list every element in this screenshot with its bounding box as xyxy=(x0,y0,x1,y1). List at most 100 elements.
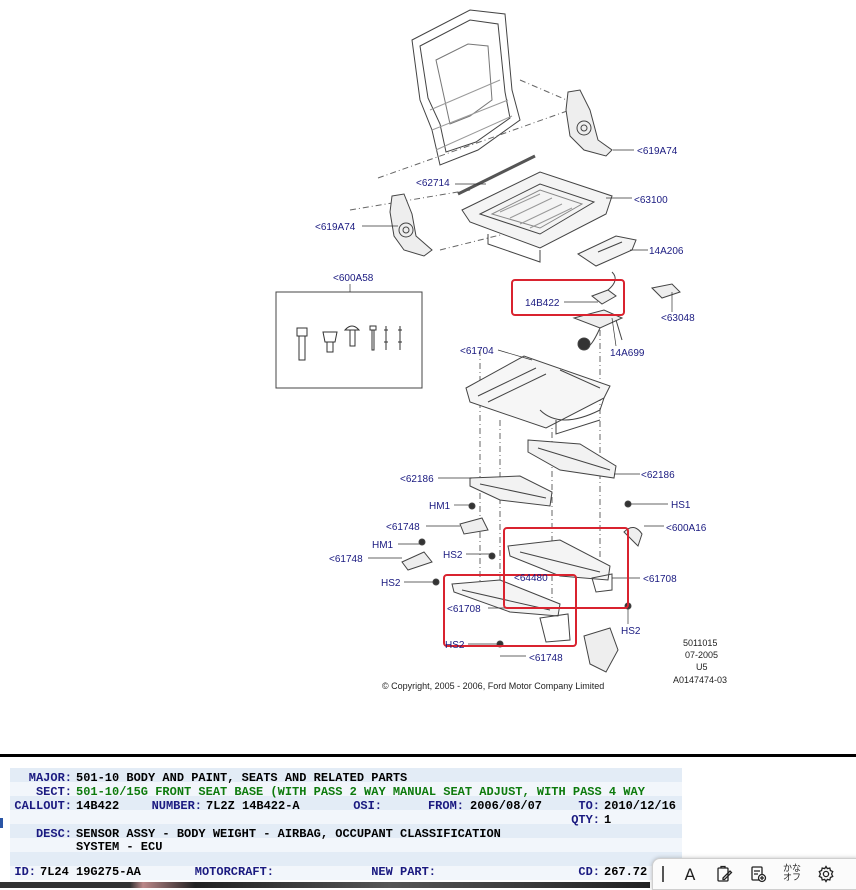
drawing-code-3: U5 xyxy=(696,662,708,672)
kana-mode-toggle[interactable]: かな オフ xyxy=(775,859,809,889)
to-label: TO: xyxy=(578,799,600,813)
kana-label-2: オフ xyxy=(782,873,801,883)
number-label: NUMBER: xyxy=(151,799,202,813)
row-stripe xyxy=(10,782,682,796)
cover-61748-middle xyxy=(401,551,433,571)
cd-value: 267.72 $ xyxy=(604,865,662,879)
id-value: 7L24 19G275-AA xyxy=(40,865,141,879)
cover-61748-lower xyxy=(583,627,619,673)
kana-label-1: かな xyxy=(782,864,801,874)
recliner-left xyxy=(389,193,433,257)
label-14A699[interactable]: 14A699 xyxy=(610,348,645,359)
major-label: MAJOR: xyxy=(28,771,72,785)
desc-line-2: SYSTEM - ECU xyxy=(76,840,163,854)
drawing-code-4: A0147474-03 xyxy=(673,675,727,685)
exploded-parts-diagram: <619A74 <62714 <63100 <619A74 14A206 <60… xyxy=(275,9,727,691)
clipboard-edit-icon[interactable] xyxy=(707,859,741,889)
label-HS1[interactable]: HS1 xyxy=(671,500,691,511)
number-value: 7L2Z 14B422-A xyxy=(206,799,300,813)
row-stripe xyxy=(10,810,682,824)
module-63048 xyxy=(650,283,681,299)
to-value: 2010/12/16 xyxy=(604,799,677,813)
label-63100[interactable]: <63100 xyxy=(634,195,668,206)
label-HM1-a[interactable]: HM1 xyxy=(429,501,451,512)
rod-62714 xyxy=(457,154,536,196)
seat-cushion-pan xyxy=(461,171,613,263)
label-61708-left[interactable]: <61708 xyxy=(447,604,481,615)
seat-track-assembly xyxy=(465,355,611,435)
sect-label: SECT: xyxy=(35,785,72,799)
rail-62186-left xyxy=(469,475,553,507)
seat-back-frame xyxy=(411,9,521,166)
sect-value: 501-10/15G FRONT SEAT BASE (WITH PASS 2 … xyxy=(76,785,645,799)
label-600A16[interactable]: <600A16 xyxy=(666,523,707,534)
label-14B422[interactable]: 14B422 xyxy=(525,298,560,309)
section-divider xyxy=(0,754,856,757)
drawing-code-block: 5011015 07-2005 U5 A0147474-03 xyxy=(673,638,727,685)
settings-gear-icon[interactable] xyxy=(809,859,843,889)
label-HS2-b[interactable]: HS2 xyxy=(381,578,401,589)
cd-label: CD: xyxy=(578,865,600,879)
label-62714[interactable]: <62714 xyxy=(416,178,450,189)
label-HS2-d[interactable]: HS2 xyxy=(445,640,465,651)
label-619A74-top[interactable]: <619A74 xyxy=(637,146,678,157)
row-stripe xyxy=(10,768,682,782)
sensor-14B422 xyxy=(591,271,617,305)
label-62186-left[interactable]: <62186 xyxy=(400,474,434,485)
copyright-notice: © Copyright, 2005 - 2006, Ford Motor Com… xyxy=(382,681,604,691)
label-HS2-c[interactable]: HS2 xyxy=(621,626,641,637)
fastener-kit-600A58 xyxy=(275,291,423,389)
callout-labels: <619A74 <62714 <63100 <619A74 14A206 <60… xyxy=(315,146,707,664)
highlight-61708-left xyxy=(443,574,577,647)
row-stripe xyxy=(10,824,682,838)
label-63048[interactable]: <63048 xyxy=(661,313,695,324)
qty-value: 1 xyxy=(604,813,612,827)
recliner-right xyxy=(565,89,613,157)
label-600A58[interactable]: <600A58 xyxy=(333,273,374,284)
from-label: FROM: xyxy=(427,799,464,813)
from-value: 2006/08/07 xyxy=(470,799,543,813)
label-61708-right[interactable]: <61708 xyxy=(643,574,677,585)
drawing-code-2: 07-2005 xyxy=(685,650,718,660)
highlight-61708-right xyxy=(503,527,629,609)
label-HM1-b[interactable]: HM1 xyxy=(372,540,394,551)
text-format-icon[interactable]: A xyxy=(684,864,696,884)
cover-61748-upper xyxy=(459,517,489,535)
major-value: 501-10 BODY AND PAINT, SEATS AND RELATED… xyxy=(76,771,408,785)
label-61748-c[interactable]: <61748 xyxy=(529,653,563,664)
osi-label: OSI: xyxy=(353,799,382,813)
label-64480[interactable]: <64480 xyxy=(514,573,548,584)
highlight-boxes xyxy=(443,279,629,647)
motor-600A16 xyxy=(623,527,643,547)
ime-toolbar: A かな オフ xyxy=(652,858,856,890)
new-part-label: NEW PART: xyxy=(371,865,436,879)
desc-line-1: SENSOR ASSY - BODY WEIGHT - AIRBAG, OCCU… xyxy=(76,827,501,841)
row-stripe xyxy=(10,852,682,866)
add-note-icon[interactable] xyxy=(741,859,775,889)
label-HS2-a[interactable]: HS2 xyxy=(443,550,463,561)
id-label: ID: xyxy=(14,865,36,879)
row-stripe xyxy=(10,866,682,880)
background-photo-strip xyxy=(0,882,650,888)
drawing-code-1: 5011015 xyxy=(683,638,717,648)
row-stripe xyxy=(10,796,682,810)
part-details-panel: MAJOR: 501-10 BODY AND PAINT, SEATS AND … xyxy=(0,760,856,888)
label-14A206[interactable]: 14A206 xyxy=(649,246,684,257)
motorcraft-label: MOTORCRAFT: xyxy=(194,865,274,879)
highlight-14B422 xyxy=(511,279,625,316)
label-62186-right[interactable]: <62186 xyxy=(641,470,675,481)
scroll-marker xyxy=(0,818,3,828)
toolbar-grip-icon[interactable] xyxy=(653,859,673,889)
desc-label: DESC: xyxy=(35,827,72,841)
label-619A74-left[interactable]: <619A74 xyxy=(315,222,356,233)
callout-label: CALLOUT: xyxy=(14,799,72,813)
label-61748-a[interactable]: <61748 xyxy=(386,522,420,533)
bracket-14A206 xyxy=(576,235,637,267)
lower-track-61708-right xyxy=(507,539,613,593)
row-stripe xyxy=(10,838,682,852)
qty-label: QTY: xyxy=(571,813,600,827)
callout-value: 14B422 xyxy=(76,799,120,813)
label-61704[interactable]: <61704 xyxy=(460,346,494,357)
rail-62186-right xyxy=(527,439,617,479)
label-61748-b[interactable]: <61748 xyxy=(329,554,363,565)
